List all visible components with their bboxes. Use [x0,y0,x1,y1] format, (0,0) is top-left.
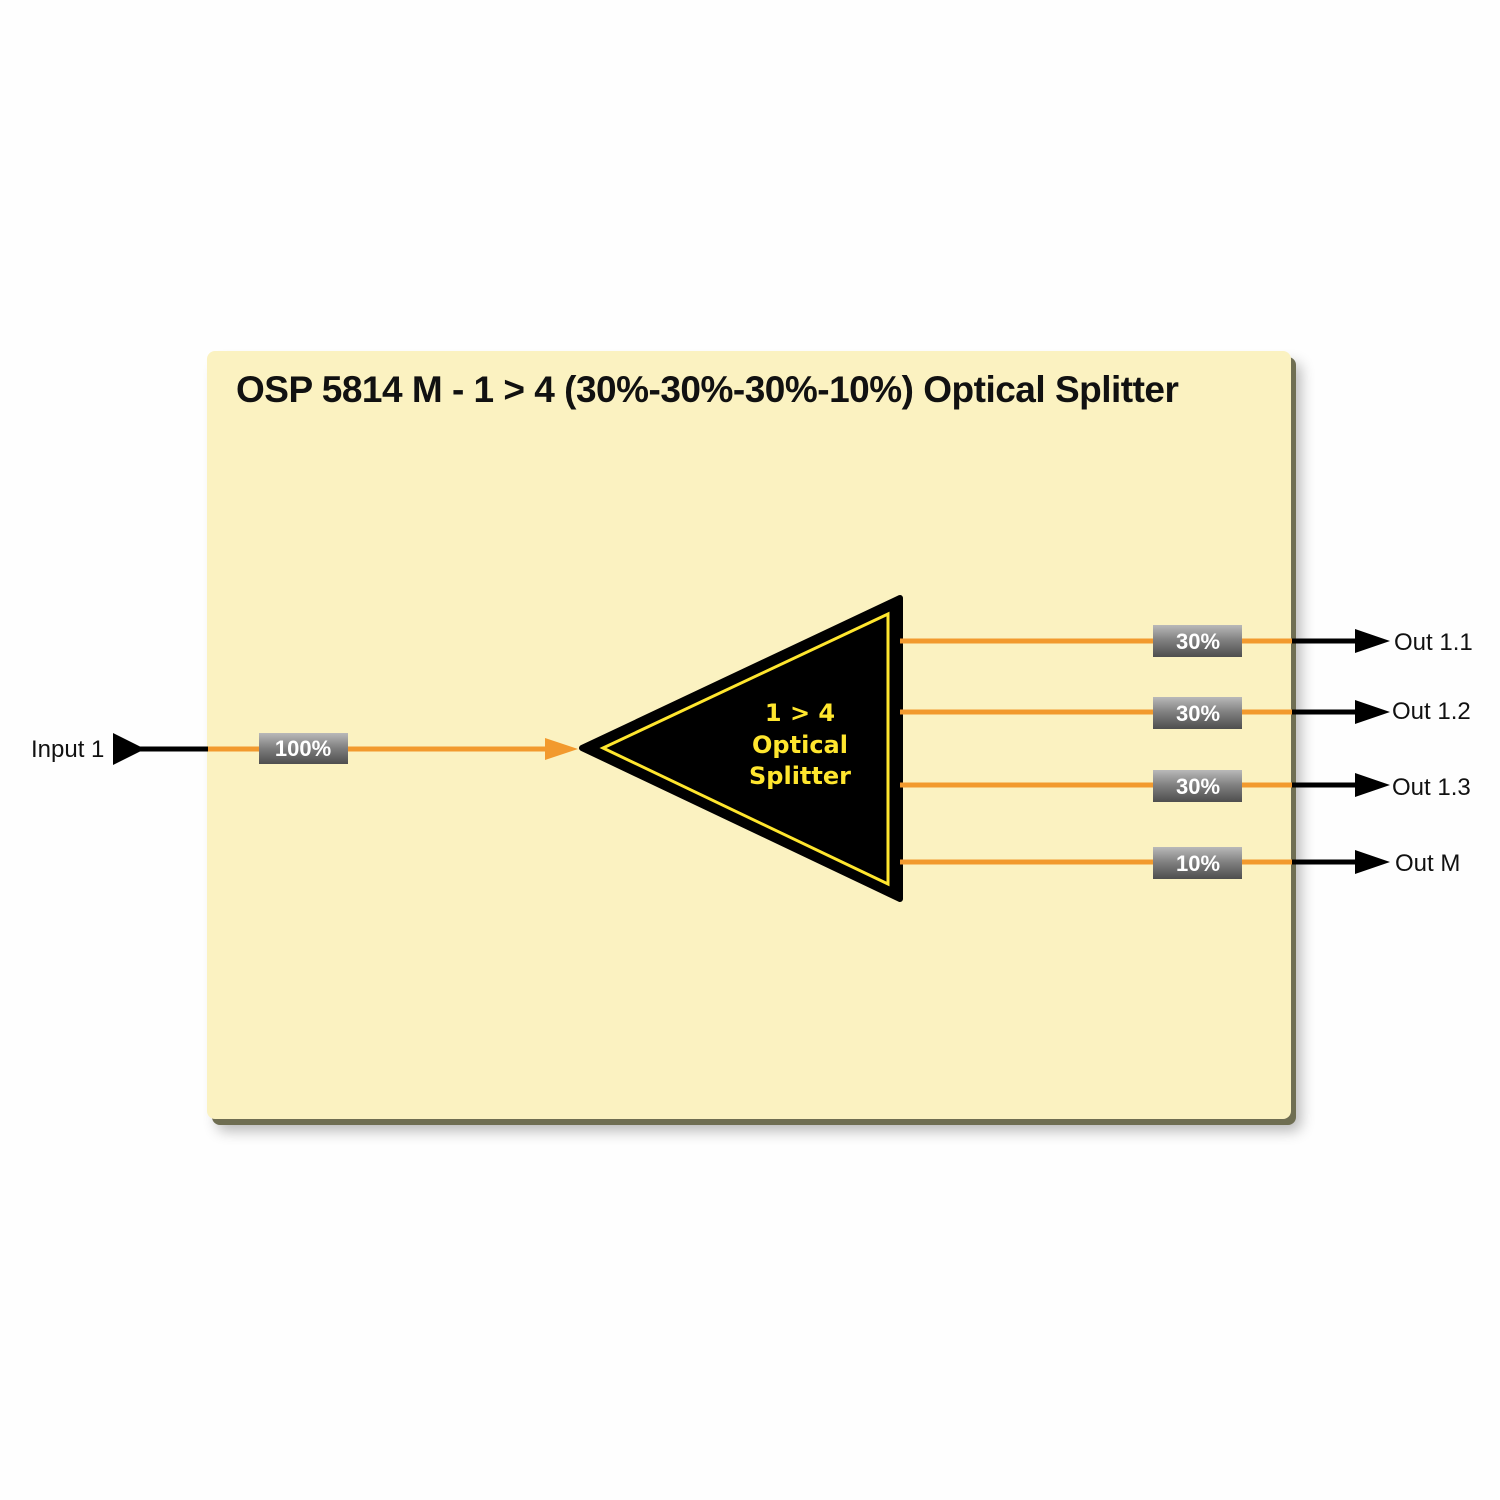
input-label: Input 1 [31,736,104,763]
output-percent-label: 30% [1176,701,1220,726]
output-label: Out 1.1 [1394,629,1473,656]
output-percent-badge [1153,697,1242,729]
output-label: Out 1.3 [1392,774,1471,801]
output-port: 30% Out 1.3 [900,770,1471,802]
output-percent-badge [1153,770,1242,802]
optical-splitter: 1 > 4 Optical Splitter [579,595,903,902]
input-port: Input 1 100% [31,733,578,765]
splitter-triangle [579,595,903,902]
diagram-title: OSP 5814 M - 1 > 4 (30%-30%-30%-10%) Opt… [236,369,1179,410]
output-arrow-icon [1355,773,1390,797]
input-fiber-arrow-icon [545,738,578,760]
output-label: Out 1.2 [1392,698,1471,725]
output-port: 30% Out 1.1 [900,625,1473,657]
splitter-type-label: Optical [752,731,848,759]
input-percent-label: 100% [275,736,331,761]
output-label: Out M [1395,850,1460,877]
output-arrow-icon [1355,850,1390,874]
output-percent-label: 30% [1176,629,1220,654]
output-arrow-icon [1355,700,1390,724]
output-arrow-icon [1355,629,1390,653]
output-percent-badge [1153,847,1242,879]
splitter-name-label: Splitter [749,762,851,790]
output-port: 30% Out 1.2 [900,697,1471,729]
input-arrow-icon [113,733,145,765]
splitter-outline [599,611,890,887]
output-port: 10% Out M [900,847,1460,879]
output-percent-badge [1153,625,1242,657]
splitter-ratio-label: 1 > 4 [765,699,835,727]
output-percent-label: 10% [1176,851,1220,876]
output-percent-label: 30% [1176,774,1220,799]
input-percent-badge [259,733,348,764]
